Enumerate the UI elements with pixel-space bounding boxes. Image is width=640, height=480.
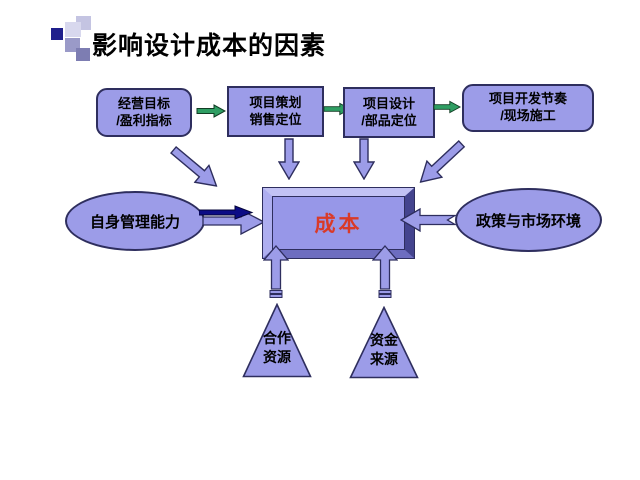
triangle-funding-sources: 资金 来源 (349, 306, 419, 379)
deco-square-icon (51, 28, 63, 40)
flow-arrow-right-icon (196, 104, 226, 118)
flow-box-line: 项目开发节奏 (488, 91, 567, 107)
flow-box-line: /盈利指标 (116, 112, 172, 128)
deco-square-icon (76, 48, 90, 61)
triangle-line: 资金 (370, 332, 398, 348)
triangle-line: 来源 (370, 350, 398, 367)
ellipse-label: 政策与市场环境 (475, 212, 581, 230)
triangle-line: 合作 (263, 330, 291, 346)
triangle-cooperation-resources: 合作 资源 (242, 303, 312, 378)
down-arrow-icon (278, 138, 300, 180)
flow-box-line: /部品定位 (361, 112, 417, 128)
up-arrow-striped-icon (263, 245, 289, 298)
left-arrow-notched-icon (400, 207, 456, 233)
up-arrow-striped-icon (372, 245, 398, 298)
diagonal-arrow-icon (412, 134, 471, 191)
flow-box-project-design: 项目设计 /部品定位 (343, 87, 435, 138)
flow-box-line: /现场施工 (500, 108, 556, 123)
ellipse-management-capability: 自身管理能力 (65, 191, 205, 251)
flow-box-line: 项目设计 (362, 95, 415, 111)
ellipse-label: 自身管理能力 (89, 213, 180, 231)
flow-box-line: 销售定位 (249, 111, 302, 127)
flow-box-line: 经营目标 (117, 95, 170, 111)
triangle-label: 资金 来源 (349, 331, 419, 369)
double-arrow-icon (199, 200, 265, 236)
center-cost-face: 成本 (272, 196, 405, 250)
cost-label: 成本 (314, 213, 363, 236)
page-title: 影响设计成本的因素 (92, 33, 327, 60)
flow-box-line: 项目策划 (249, 94, 302, 110)
triangle-line: 资源 (263, 348, 291, 365)
flow-arrow-right-icon (433, 100, 461, 114)
flow-box-operating-goals: 经营目标 /盈利指标 (96, 88, 192, 137)
diagonal-arrow-icon (165, 140, 225, 196)
flow-box-development-pace: 项目开发节奏 /现场施工 (462, 84, 594, 132)
deco-square-icon (65, 22, 81, 37)
flow-box-project-planning: 项目策划 销售定位 (227, 86, 324, 137)
title-bullet-decoration (0, 0, 100, 70)
ellipse-policy-market: 政策与市场环境 (455, 188, 602, 252)
triangle-label: 合作 资源 (242, 329, 312, 367)
down-arrow-icon (353, 138, 375, 180)
